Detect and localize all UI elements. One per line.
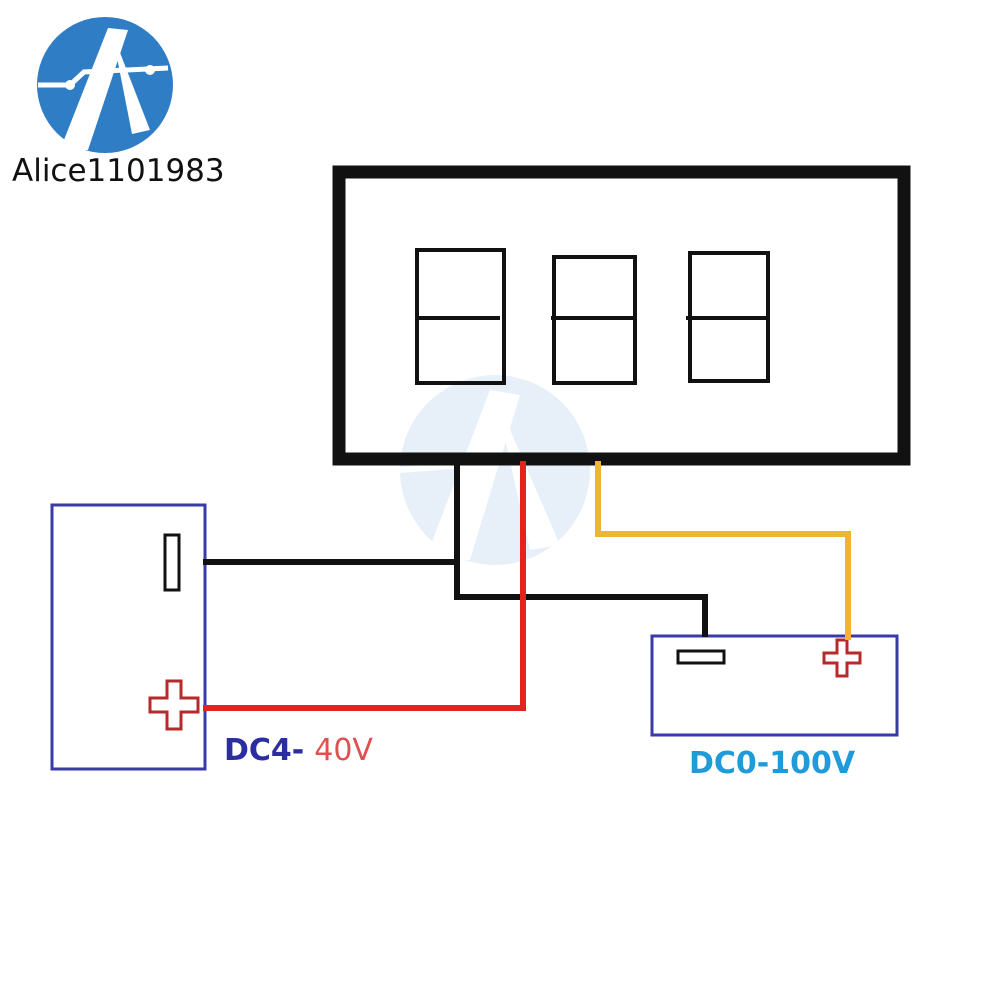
brand-logo xyxy=(37,17,173,153)
brand-logo-trace xyxy=(38,65,169,88)
measure-wire xyxy=(595,461,851,640)
brand-name: Alice1101983 xyxy=(12,153,225,189)
measured-source-box xyxy=(650,634,899,737)
measured-negative-terminal xyxy=(676,649,726,665)
power-range-prefix: DC4- xyxy=(224,733,304,768)
power-supply-box xyxy=(50,503,207,771)
digit-2 xyxy=(551,255,637,385)
power-negative-terminal xyxy=(163,533,181,592)
watermark-logo xyxy=(399,375,591,565)
power-range-label: DC4- 40V xyxy=(224,733,373,768)
negative-wire-measure xyxy=(454,560,708,637)
positive-wire xyxy=(203,461,526,711)
voltmeter-housing xyxy=(332,165,911,466)
digit-3 xyxy=(686,251,770,383)
power-range-suffix: 40V xyxy=(314,733,373,768)
brand-logo-letter-right xyxy=(112,32,150,134)
power-positive-terminal-icon xyxy=(148,679,200,731)
brand-logo-letter-left xyxy=(60,28,128,150)
measured-positive-terminal-icon xyxy=(822,638,862,678)
digit-1 xyxy=(415,248,506,385)
measure-range-label: DC0-100V xyxy=(689,746,856,781)
